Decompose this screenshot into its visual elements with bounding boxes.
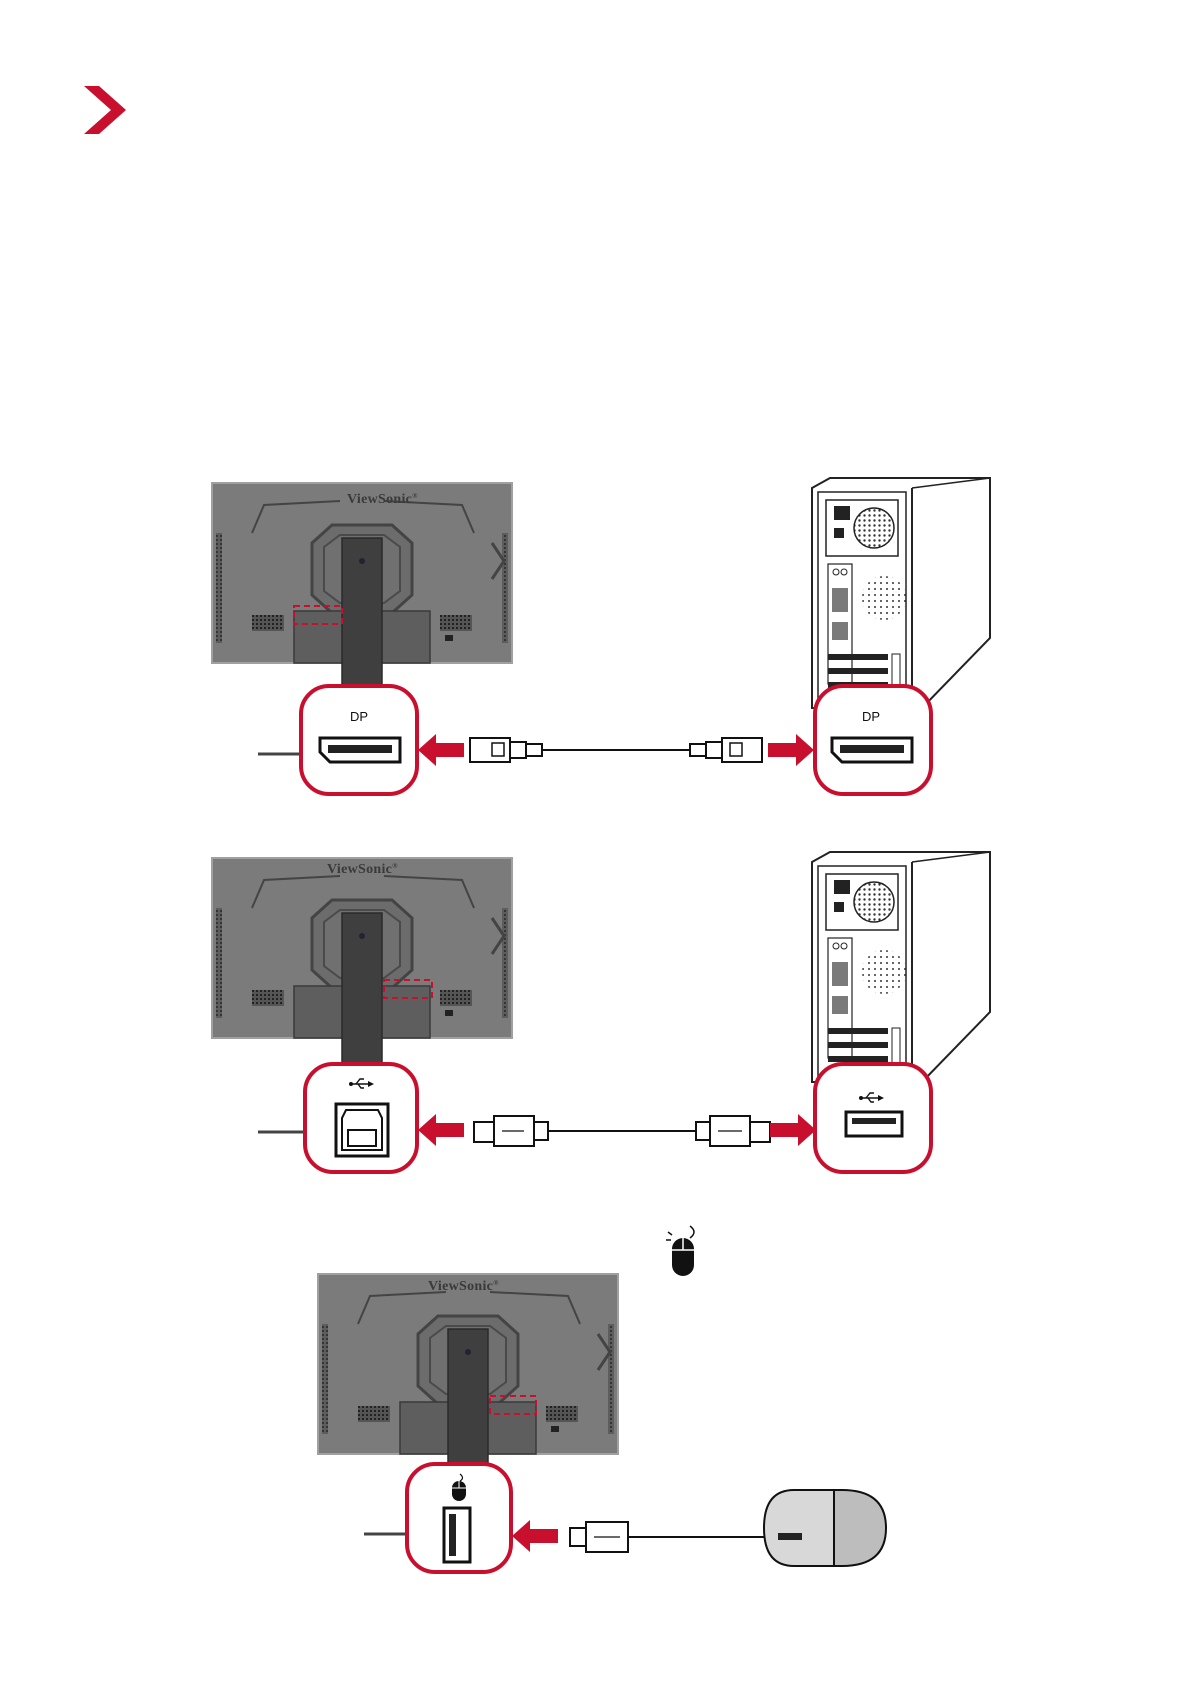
dp-label-monitor: DP bbox=[350, 709, 368, 724]
insert-arrow-icon bbox=[768, 734, 814, 766]
mouse-illustration bbox=[764, 1490, 886, 1566]
usb-cable-icon bbox=[474, 1116, 770, 1146]
pc-tower-dp bbox=[812, 478, 990, 708]
mouse-icon-heading bbox=[666, 1226, 694, 1276]
dp-label-pc: DP bbox=[862, 709, 880, 724]
brand-logo: ViewSonic® bbox=[347, 492, 418, 507]
insert-arrow-icon bbox=[418, 734, 464, 766]
usb-cable-icon bbox=[570, 1522, 790, 1552]
insert-arrow-icon bbox=[512, 1520, 558, 1552]
insert-arrow-icon bbox=[418, 1114, 464, 1146]
dp-cable-icon bbox=[470, 738, 762, 762]
brand-logo: ViewSonic® bbox=[327, 862, 398, 877]
insert-arrow-icon bbox=[770, 1114, 816, 1146]
usb-a-port-icon bbox=[444, 1508, 470, 1562]
pc-tower-usb bbox=[812, 852, 990, 1082]
brand-logo: ViewSonic® bbox=[428, 1279, 499, 1294]
